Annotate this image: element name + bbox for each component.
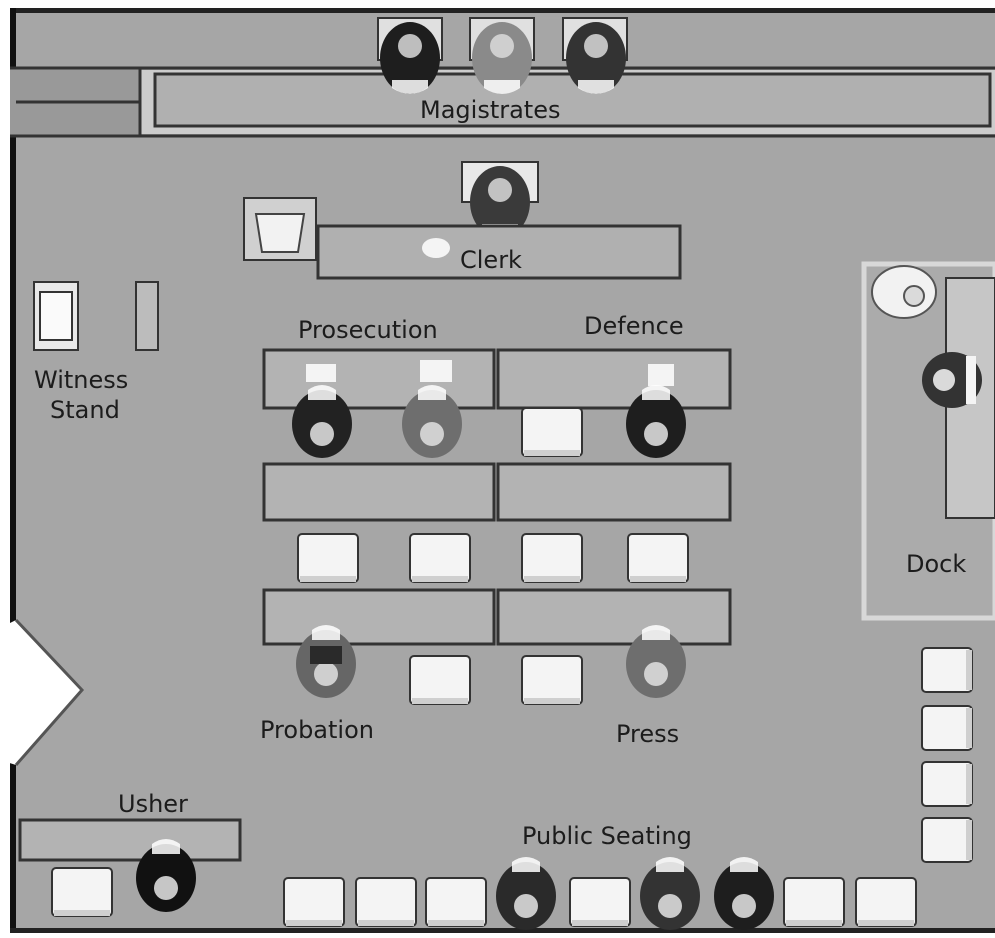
magistrate-person <box>566 22 626 94</box>
seat <box>409 655 471 705</box>
seat <box>409 533 471 583</box>
witness-stand-label-line1: Witness <box>34 366 129 394</box>
seat <box>521 533 583 583</box>
dock-person <box>922 352 982 408</box>
dock <box>861 261 995 621</box>
side-seat <box>921 647 973 693</box>
side-seat <box>921 817 973 863</box>
seat <box>51 867 113 917</box>
paper-icon <box>306 364 336 382</box>
seat <box>627 533 689 583</box>
clerk-label: Clerk <box>460 246 522 274</box>
witness-stand-label-line2: Stand <box>50 396 120 424</box>
prosecution-label: Prosecution <box>298 316 438 344</box>
side-table <box>243 197 317 261</box>
public-seating-label: Public Seating <box>522 822 692 850</box>
public-seat <box>569 877 631 927</box>
paper-icon <box>648 364 674 386</box>
magistrate-person <box>380 22 440 94</box>
prosecution-desk <box>262 348 496 410</box>
press-label: Press <box>616 720 680 748</box>
seat <box>521 655 583 705</box>
public-seat <box>283 877 345 927</box>
desk <box>262 462 496 522</box>
usher-desk <box>18 818 242 862</box>
witness-stand <box>33 281 159 351</box>
book-icon <box>310 646 342 664</box>
public-seat <box>355 877 417 927</box>
usher-label: Usher <box>118 790 188 818</box>
press-desk <box>496 588 732 646</box>
side-seat <box>921 705 973 751</box>
magistrate-person <box>472 22 532 94</box>
clerk-desk <box>316 224 682 280</box>
paper-icon <box>420 360 452 382</box>
dock-person <box>871 265 937 319</box>
side-seat <box>921 761 973 807</box>
defence-desk <box>496 348 732 410</box>
probation-desk <box>262 588 496 646</box>
seat <box>297 533 359 583</box>
magistrates-bench <box>10 66 995 138</box>
defence-seat <box>521 407 583 457</box>
public-seat <box>425 877 487 927</box>
defence-label: Defence <box>584 312 684 340</box>
paper-icon <box>422 238 450 258</box>
public-seat <box>855 877 917 927</box>
public-seat <box>783 877 845 927</box>
magistrates-label: Magistrates <box>420 96 561 124</box>
probation-label: Probation <box>260 716 374 744</box>
dock-label: Dock <box>906 550 967 578</box>
desk <box>496 462 732 522</box>
